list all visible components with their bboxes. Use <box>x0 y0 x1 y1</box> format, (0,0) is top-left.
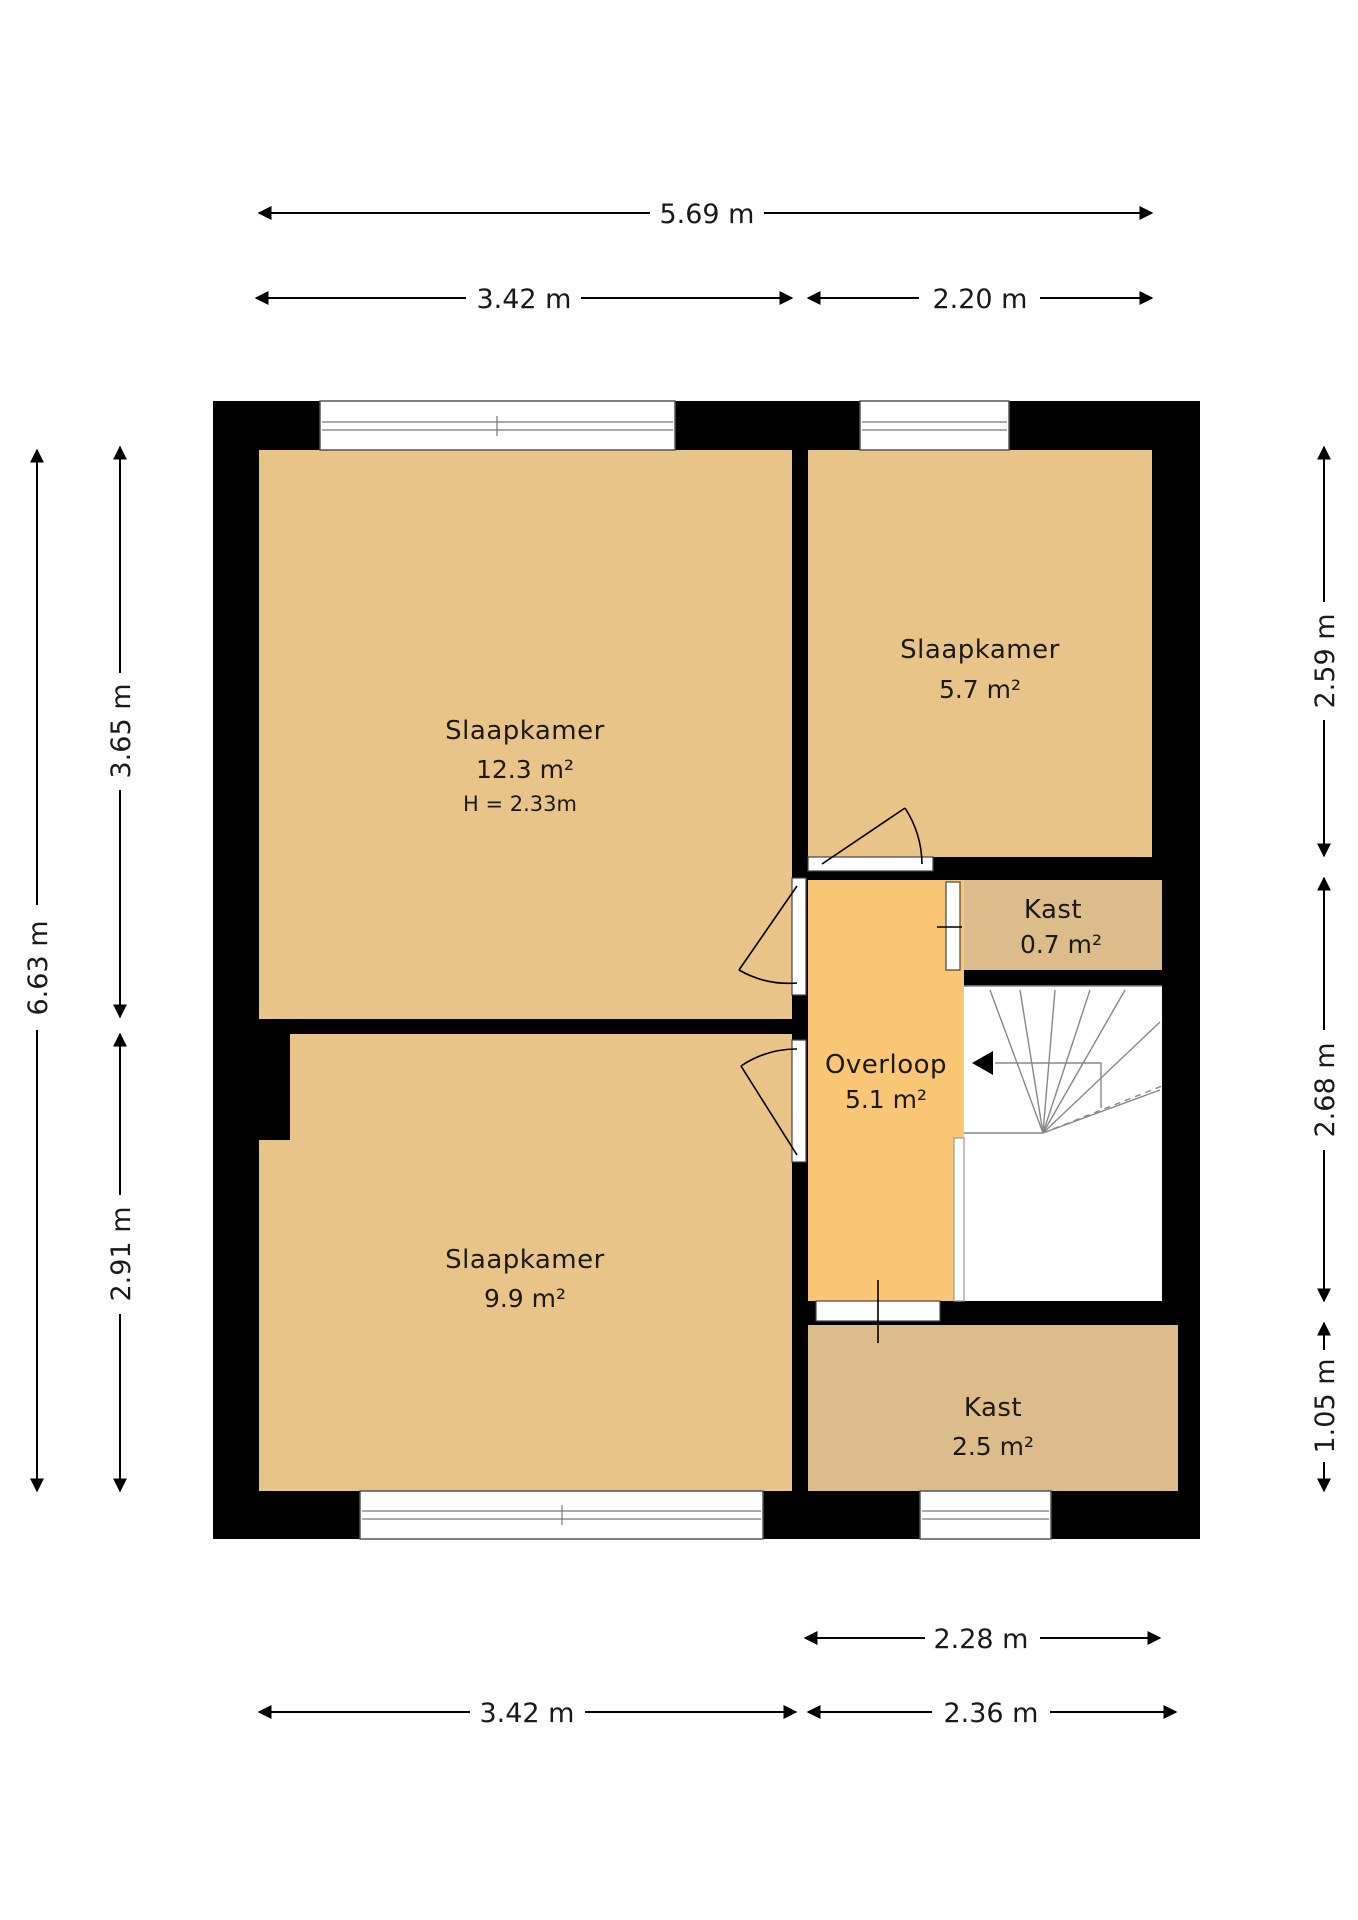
dimension-left-lower: 2.91 m <box>106 1032 137 1493</box>
dimension-right-2-label: 2.68 m <box>1310 1042 1341 1137</box>
room-landing-area: 5.1 m² <box>845 1085 927 1114</box>
room-bedroom-1-name: Slaapkamer <box>445 716 605 746</box>
window-top-right <box>859 400 1010 451</box>
room-closet-2-floor <box>808 1325 1178 1491</box>
dimension-bottom-right-label: 2.36 m <box>943 1698 1038 1729</box>
dimension-right-1: 2.59 m <box>1310 445 1341 858</box>
room-closet-1-floor <box>964 880 1162 970</box>
door-bedroom-1 <box>738 877 807 996</box>
window-bottom-right <box>919 1490 1052 1540</box>
room-bedroom-2-name: Slaapkamer <box>900 635 1060 665</box>
dimension-right-3-label: 1.05 m <box>1310 1358 1341 1453</box>
room-bedroom-2-floor <box>808 450 1152 857</box>
dimension-bottom-right: 2.36 m <box>806 1698 1178 1729</box>
dimension-top-right-label: 2.20 m <box>932 284 1027 315</box>
dimension-right-3: 1.05 m <box>1310 1321 1341 1493</box>
staircase <box>953 985 1163 1302</box>
dimension-left-total: 6.63 m <box>23 448 54 1493</box>
room-landing-name: Overloop <box>825 1050 947 1080</box>
dimension-bottom-left: 3.42 m <box>257 1698 798 1729</box>
dimension-bottom-left-label: 3.42 m <box>479 1698 574 1729</box>
room-bedroom-3-floor <box>259 1034 792 1491</box>
room-closet-1-area: 0.7 m² <box>1020 930 1102 959</box>
room-landing-floor <box>808 880 964 1301</box>
dimension-right-1-label: 2.59 m <box>1310 613 1341 708</box>
room-bedroom-1-floor <box>259 450 792 1019</box>
dimension-left-upper-label: 3.65 m <box>106 683 137 778</box>
room-bedroom-3-area: 9.9 m² <box>484 1284 566 1313</box>
dimension-top-left-label: 3.42 m <box>476 284 571 315</box>
room-bedroom-3-name: Slaapkamer <box>445 1245 605 1275</box>
room-closet-2-area: 2.5 m² <box>952 1432 1034 1461</box>
dimension-left-upper: 3.65 m <box>106 445 137 1019</box>
dimension-top-right: 2.20 m <box>806 284 1154 315</box>
door-closet-1 <box>937 881 962 971</box>
dimension-left-total-label: 6.63 m <box>23 920 54 1015</box>
window-bottom-left <box>359 1490 764 1540</box>
door-bedroom-3 <box>740 1039 807 1163</box>
dimension-bottom-mid: 2.28 m <box>803 1624 1162 1655</box>
dimension-top-left: 3.42 m <box>254 284 794 315</box>
stair-direction-arrow-icon <box>972 1051 993 1075</box>
dimension-bottom-mid-label: 2.28 m <box>933 1624 1028 1655</box>
room-bedroom-1-height: H = 2.33m <box>463 792 577 816</box>
room-bedroom-2-area: 5.7 m² <box>939 675 1021 704</box>
dimension-top-total-label: 5.69 m <box>659 199 754 230</box>
room-bedroom-1-area: 12.3 m² <box>476 755 574 784</box>
dimension-top-total: 5.69 m <box>257 199 1154 230</box>
room-closet-2-name: Kast <box>964 1393 1022 1423</box>
room-closet-1-name: Kast <box>1024 895 1082 925</box>
door-bedroom-2 <box>807 807 934 872</box>
window-top-left <box>319 400 676 451</box>
dimension-right-2: 2.68 m <box>1310 876 1341 1303</box>
door-closet-2 <box>815 1280 941 1343</box>
dimension-left-lower-label: 2.91 m <box>106 1206 137 1301</box>
